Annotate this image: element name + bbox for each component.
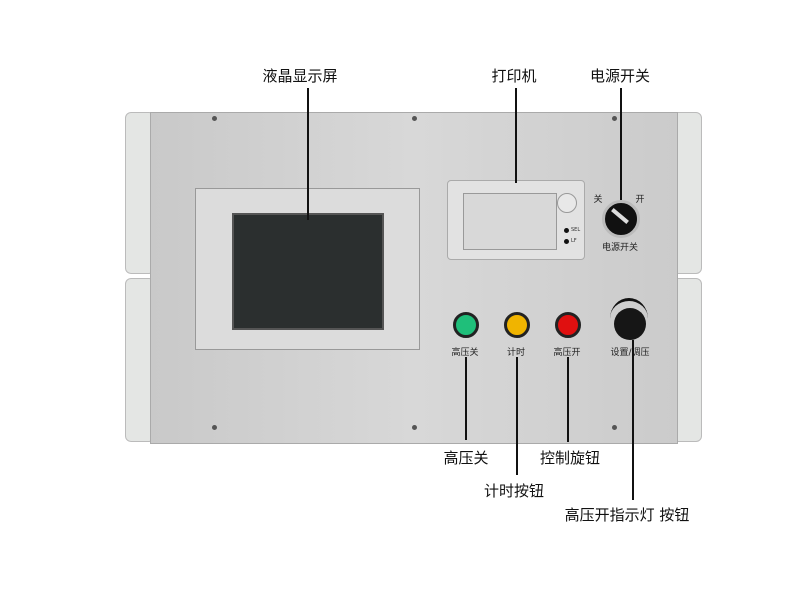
lf-label: LF [571, 238, 577, 244]
power-switch-label: 电源开关 [601, 243, 639, 253]
timer-label: 计时 [506, 348, 526, 358]
power-off-label: 关 [593, 195, 603, 205]
printer-feed-button[interactable] [557, 193, 577, 213]
screw [412, 116, 417, 121]
callout-power: 电源开关 [589, 67, 651, 85]
callout-printer: 打印机 [491, 67, 537, 85]
hv-on-button[interactable] [555, 312, 581, 338]
callout-line [567, 357, 569, 442]
sel-led [564, 228, 569, 233]
callout-knob: 控制旋钮 [539, 449, 601, 467]
screw [612, 425, 617, 430]
power-on-label: 开 [635, 195, 645, 205]
screw [412, 425, 417, 430]
screw [612, 116, 617, 121]
callout-hv-on: 高压开指示灯 按钮 [564, 506, 690, 524]
set-label: 设置/调压 [610, 348, 650, 358]
callout-hv-off: 高压关 [443, 449, 489, 467]
printer-paper-slot [463, 193, 557, 250]
screw [212, 116, 217, 121]
hv-on-label: 高压开 [553, 348, 581, 358]
sel-label: SEL [571, 227, 581, 233]
callout-line [465, 357, 467, 440]
lf-led [564, 239, 569, 244]
knob-arrow-icon [610, 298, 648, 339]
timer-button[interactable] [504, 312, 530, 338]
screw [212, 425, 217, 430]
hv-off-label: 高压关 [451, 348, 479, 358]
hv-off-button[interactable] [453, 312, 479, 338]
callout-timer: 计时按钮 [483, 482, 545, 500]
callout-line [620, 88, 622, 200]
callout-line [632, 340, 634, 500]
power-switch[interactable] [602, 200, 640, 238]
callout-line [515, 88, 517, 183]
lcd-screen [232, 213, 384, 330]
callout-line [307, 88, 309, 220]
callout-line [516, 357, 518, 475]
callout-lcd: 液晶显示屏 [262, 67, 338, 85]
